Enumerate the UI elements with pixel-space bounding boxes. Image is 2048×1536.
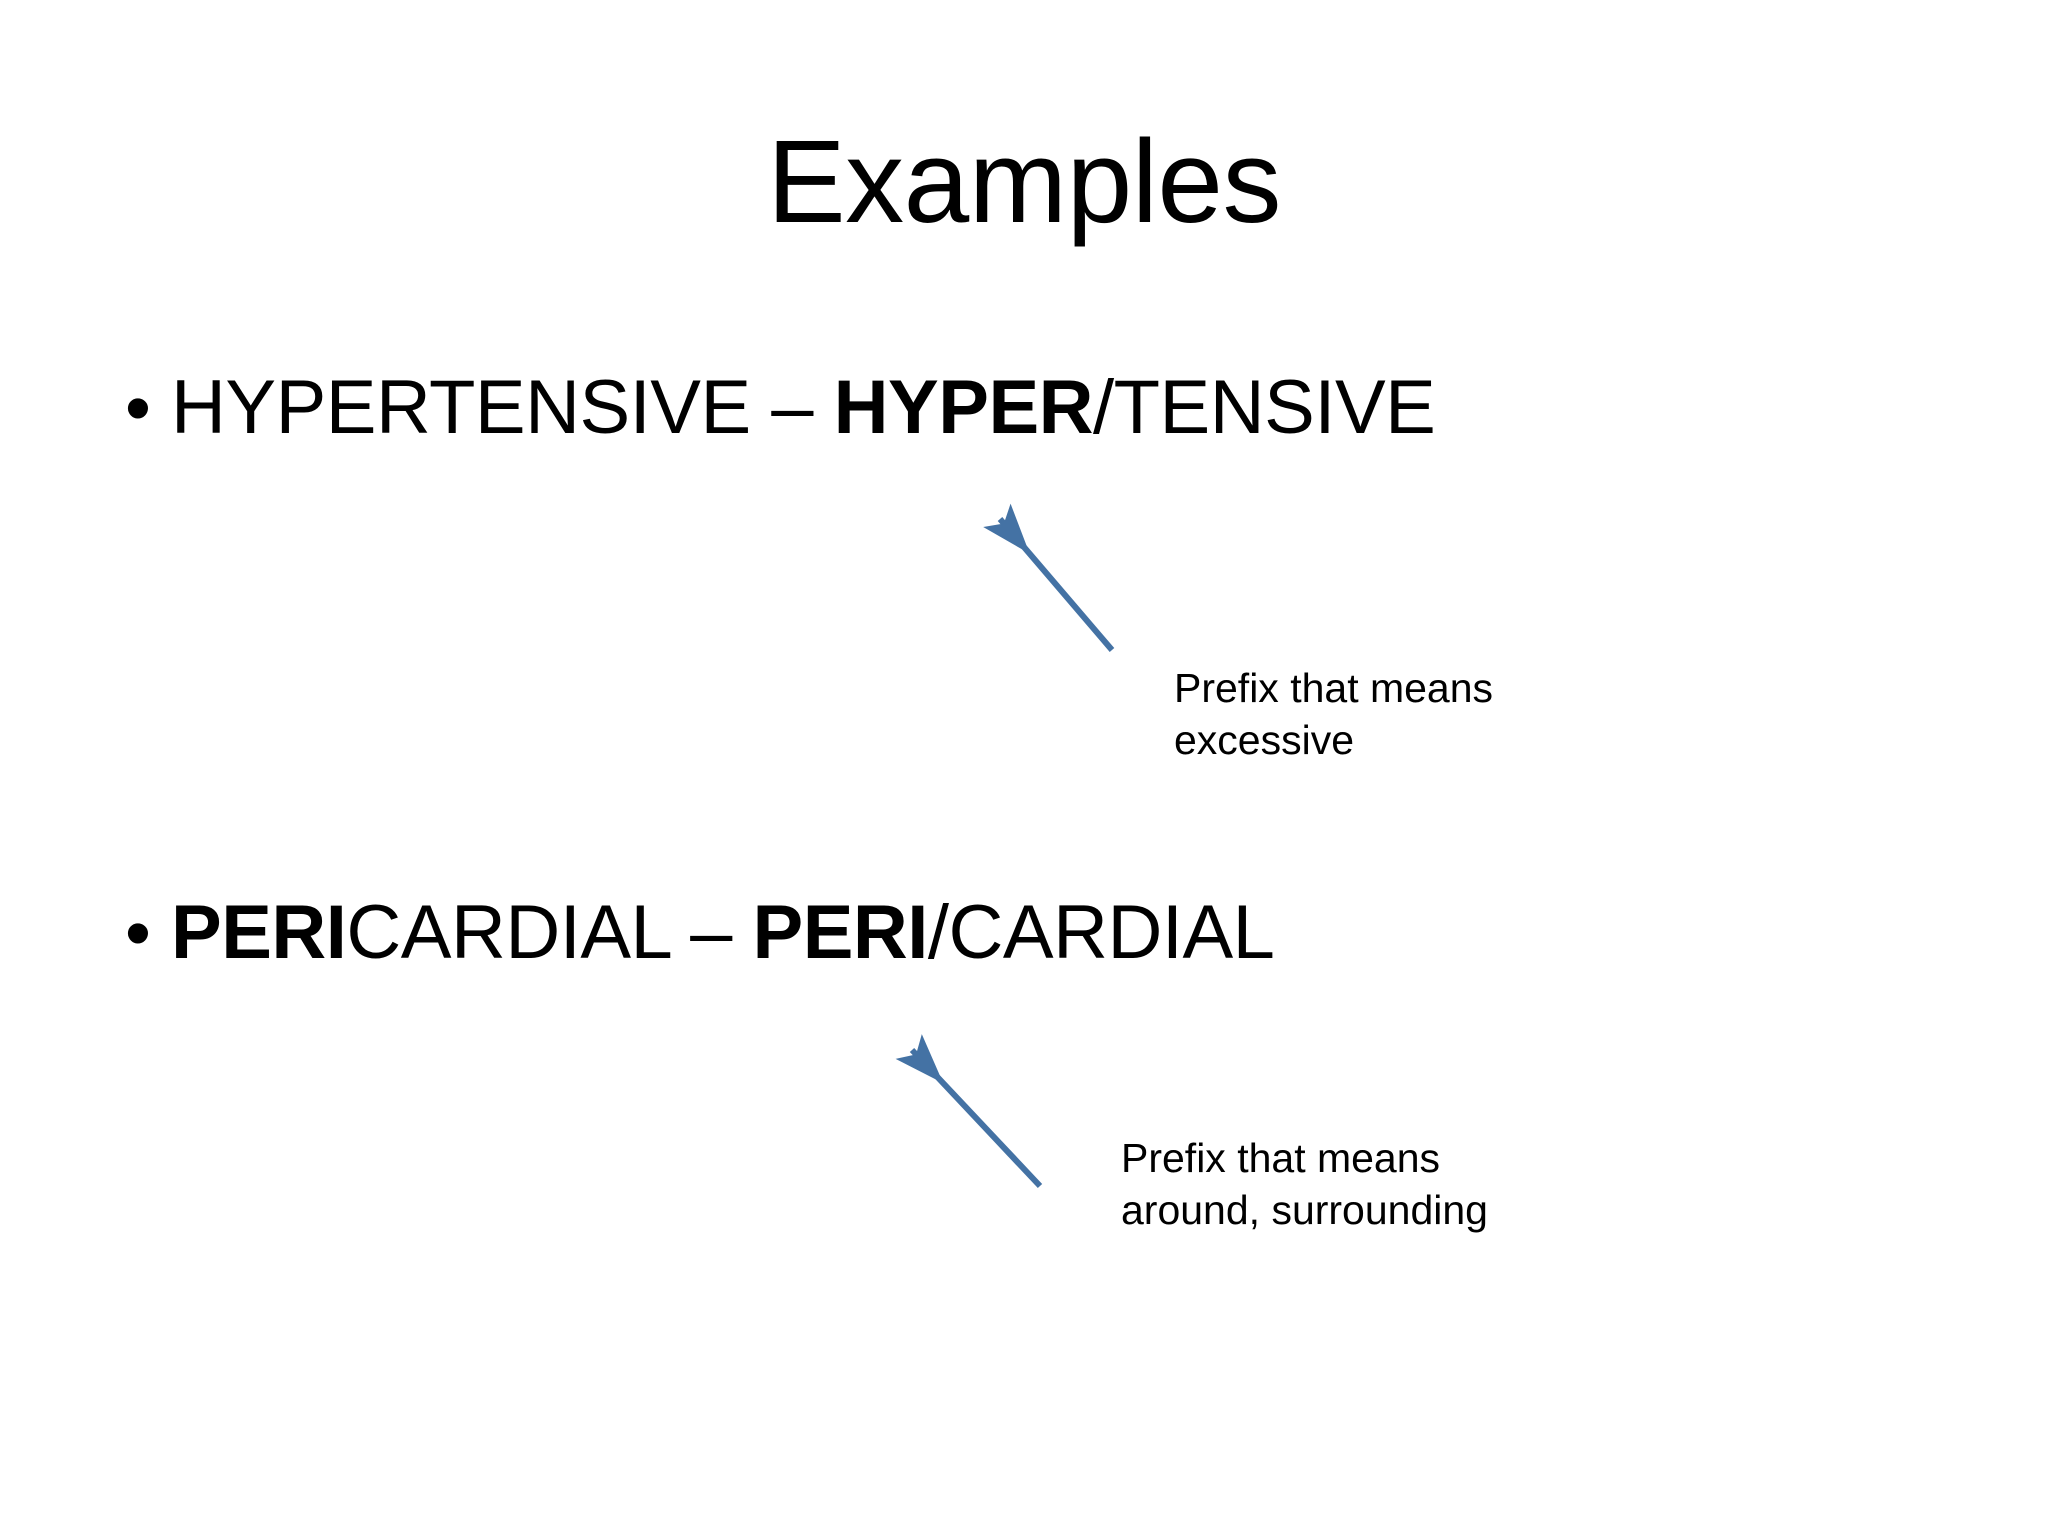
arrow-to-peri — [895, 1034, 1043, 1189]
bullet-2-seg-2: PERI — [752, 890, 929, 975]
list-item: HYPERTENSIVE – HYPER/TENSIVE — [125, 370, 1436, 446]
callout-prefix-around: Prefix that means around, surrounding — [1121, 1132, 1488, 1237]
callout-2-line-2: around, surrounding — [1121, 1187, 1488, 1234]
bullet-1-seg-0: HYPERTENSIVE – — [171, 365, 834, 450]
bullet-2-seg-0: PERI — [171, 890, 347, 975]
callout-prefix-excessive: Prefix that means excessive — [1174, 662, 1493, 767]
callout-1-line-2: excessive — [1174, 717, 1355, 764]
bullet-marker-icon — [125, 371, 171, 445]
page-title: Examples — [766, 116, 1282, 248]
bullet-1-seg-1: HYPER — [833, 365, 1094, 450]
bullet-1-seg-2: /TENSIVE — [1093, 365, 1436, 450]
arrow-to-hyper — [983, 503, 1115, 652]
bullet-2-seg-3: /CARDIAL — [927, 890, 1275, 975]
bullet-text-2: PERICARDIAL – PERI/CARDIAL — [171, 895, 1275, 971]
list-item: PERICARDIAL – PERI/CARDIAL — [125, 895, 1275, 971]
callout-1-line-1: Prefix that means — [1174, 665, 1494, 711]
bullet-text-1: HYPERTENSIVE – HYPER/TENSIVE — [171, 370, 1436, 446]
bullet-marker-icon — [125, 896, 171, 970]
bullet-2-seg-1: CARDIAL – — [346, 890, 753, 975]
callout-2-line-1: Prefix that means — [1121, 1135, 1441, 1181]
